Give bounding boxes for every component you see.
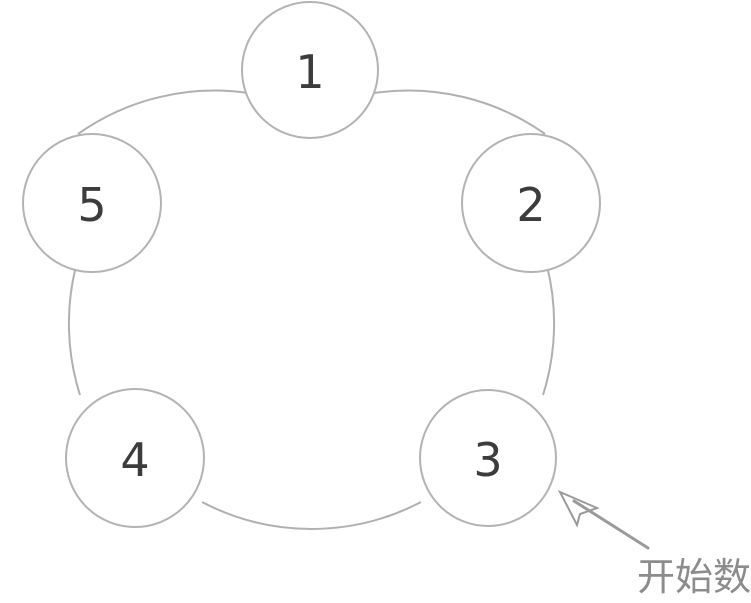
arrow-head-icon — [557, 489, 600, 528]
node-5-circle[interactable] — [22, 133, 162, 273]
node-4[interactable]: 4 — [65, 388, 205, 528]
start-annotation-arrow — [557, 489, 650, 550]
edge-3-to-4 — [201, 501, 422, 530]
node-1-label: 1 — [295, 45, 324, 99]
node-1[interactable]: 1 — [241, 1, 379, 139]
arrow-shaft-line — [572, 499, 650, 550]
edge-4-to-5 — [67, 265, 81, 396]
ring-edges — [67, 89, 556, 530]
node-4-label: 4 — [120, 433, 149, 487]
node-3-label: 3 — [473, 433, 502, 487]
node-2[interactable]: 2 — [461, 133, 601, 273]
node-1-circle[interactable] — [241, 1, 379, 139]
edge-2-to-3 — [542, 265, 556, 396]
edge-1-to-2 — [373, 89, 546, 135]
node-3[interactable]: 3 — [419, 389, 557, 527]
edge-5-to-1 — [77, 89, 249, 135]
node-3-circle[interactable] — [419, 389, 557, 527]
node-5-label: 5 — [77, 178, 106, 232]
node-4-circle[interactable] — [65, 388, 205, 528]
node-5[interactable]: 5 — [22, 133, 162, 273]
node-2-label: 2 — [516, 178, 545, 232]
start-annotation-label: 开始数 — [637, 555, 751, 599]
node-2-circle[interactable] — [461, 133, 601, 273]
